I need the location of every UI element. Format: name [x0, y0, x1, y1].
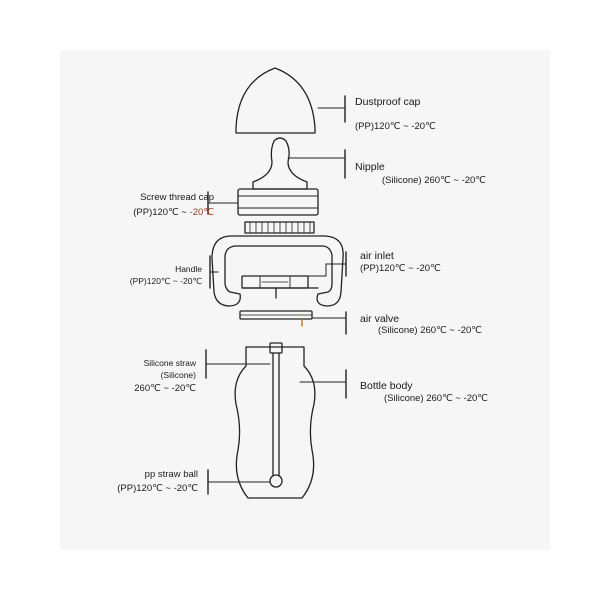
- air-inlet-name: air inlet: [360, 250, 394, 262]
- silicone-straw-name: Silicone straw: [143, 358, 196, 368]
- dustproof-cap-name: Dustproof cap: [355, 96, 421, 108]
- bottle-body-spec: (Silicone) 260℃ ~ -20℃: [384, 393, 488, 404]
- air-valve-spec: (Silicone) 260℃ ~ -20℃: [378, 325, 482, 336]
- dustproof-cap-shape: [235, 67, 316, 134]
- air-valve-name: air valve: [360, 313, 400, 325]
- nipple-name: Nipple: [355, 161, 385, 173]
- silicone-straw-shape: [269, 342, 283, 477]
- nipple-shape: [252, 137, 308, 190]
- dustproof-cap-spec: (PP)120℃ ~ -20℃: [355, 121, 436, 132]
- screw-thread-cap-shape: [237, 188, 319, 216]
- air-valve-shape: [239, 310, 313, 327]
- pp-straw-ball-shape: [269, 474, 283, 488]
- silicone-straw-material: (Silicone): [160, 370, 196, 380]
- bottle-body-name: Bottle body: [360, 380, 413, 392]
- screw-thread-cap-spec: (PP)120℃ ~ -20℃: [133, 207, 214, 219]
- air-inlet-spec: (PP)120℃ ~ -20℃: [360, 263, 441, 274]
- bottle-body-shape: [234, 346, 316, 499]
- pp-straw-ball-name: pp straw ball: [144, 469, 198, 480]
- nipple-spec: (Silicone) 260℃ ~ -20℃: [382, 175, 486, 186]
- pp-straw-ball-spec: (PP)120℃ ~ -20℃: [117, 483, 198, 494]
- handle-name: Handle: [175, 264, 202, 274]
- silicone-straw-spec: 260℃ ~ -20℃: [134, 383, 196, 394]
- screw-thread-cap-spec-highlight: -20℃: [189, 207, 214, 218]
- screw-thread-cap-name: Screw thread cap: [140, 192, 214, 203]
- screw-thread-cap-spec-prefix: (PP)120℃ ~: [133, 207, 190, 218]
- leader-air-inlet: [299, 263, 347, 277]
- handle-spec: (PP)120℃ ~ -20℃: [129, 276, 202, 286]
- handle-shape: [211, 221, 344, 307]
